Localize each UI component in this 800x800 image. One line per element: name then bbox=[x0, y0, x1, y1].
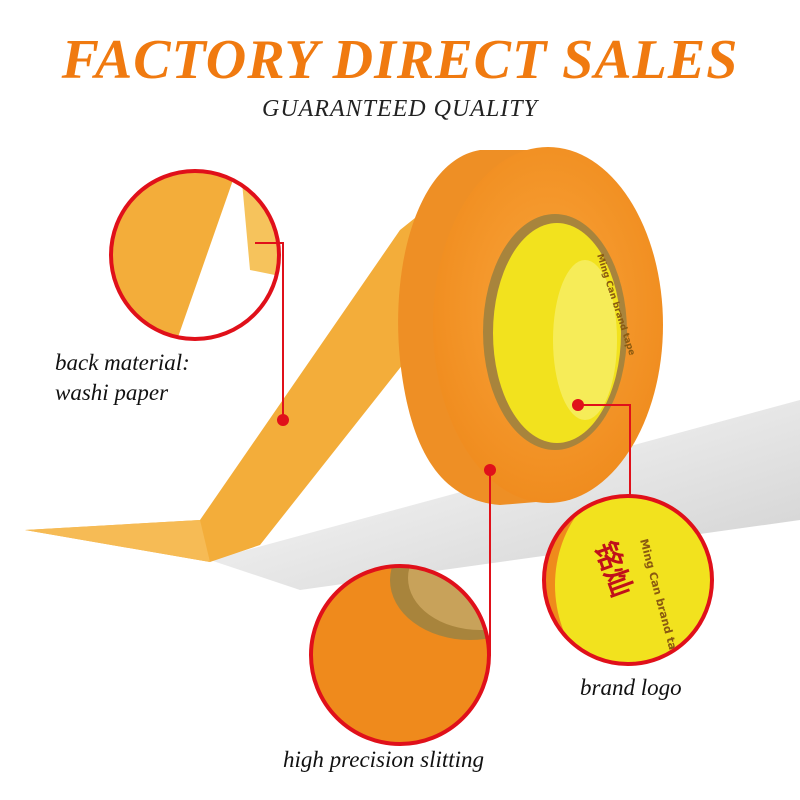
label-back-material-line1: back material: bbox=[55, 350, 190, 375]
callout-dots bbox=[277, 399, 584, 476]
label-back-material: back material: washi paper bbox=[55, 348, 190, 408]
label-slitting: high precision slitting bbox=[283, 747, 485, 772]
headline: FACTORY DIRECT SALES bbox=[61, 29, 739, 91]
zoom-washi-paper bbox=[112, 172, 278, 338]
label-brand-logo: brand logo bbox=[580, 675, 682, 700]
callout-circle-brand bbox=[542, 494, 714, 666]
callout-leaders bbox=[255, 242, 631, 656]
callout-circle-washi bbox=[109, 169, 281, 341]
label-back-material-line2: washi paper bbox=[55, 380, 169, 405]
core-highlight bbox=[553, 260, 617, 420]
tape-strip bbox=[25, 190, 450, 562]
subheadline: GUARANTEED QUALITY bbox=[261, 96, 538, 122]
tape-strip-fold bbox=[25, 520, 210, 562]
